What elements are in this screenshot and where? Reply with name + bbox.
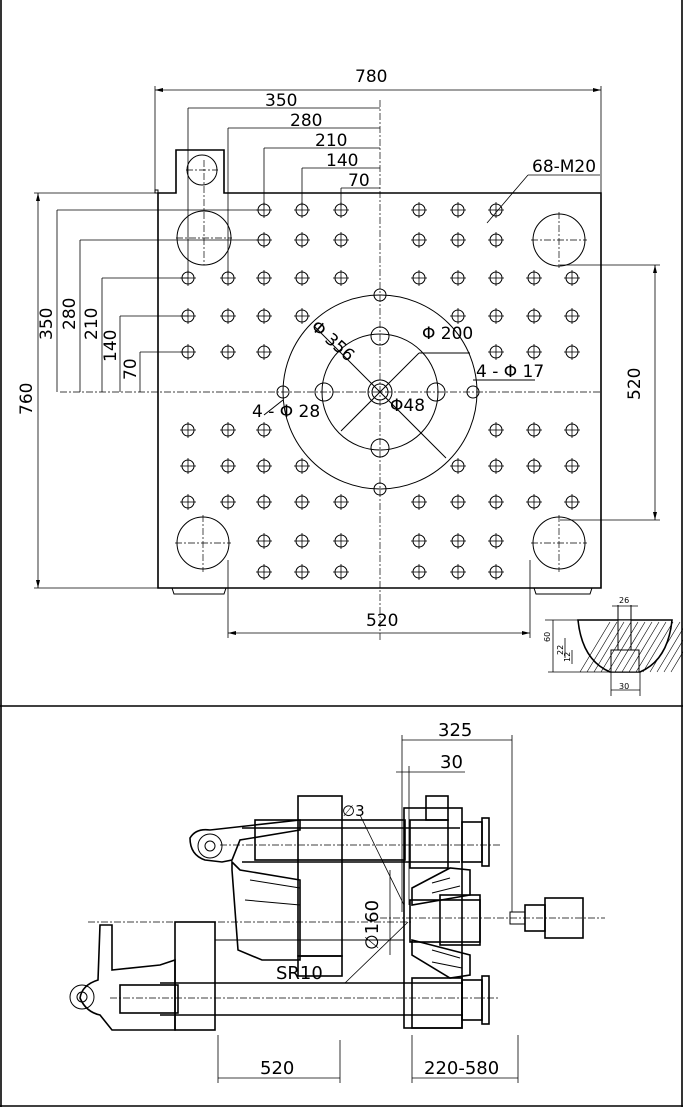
section-hatch <box>635 621 667 673</box>
side-daylight-label: 325 <box>438 720 472 741</box>
left-dimensions <box>34 192 264 589</box>
dim-voffset-140: 140 <box>101 330 121 362</box>
small-holes-label: 4 - Φ 17 <box>476 362 544 382</box>
platen-centerlines <box>60 100 600 640</box>
tslot-top-width: 26 <box>619 596 629 605</box>
dim-offset-350: 350 <box>265 91 297 111</box>
thread-leader <box>486 174 600 224</box>
dim-overall-height: 760 <box>17 383 37 415</box>
dim-offset-210: 210 <box>315 131 347 151</box>
section-hatch <box>600 621 632 673</box>
section-hatch <box>586 621 618 673</box>
tslot-neck-small: 12 <box>563 652 572 662</box>
dim-voffset-350: 350 <box>37 308 57 340</box>
top-dimensions <box>154 86 602 275</box>
section-hatch <box>593 621 625 673</box>
section-hatch <box>614 621 646 673</box>
section-hatch <box>649 621 681 673</box>
dim-offset-70: 70 <box>348 171 370 191</box>
nozzle-hole-label: ∅3 <box>342 802 365 820</box>
tslot-neck: 22 <box>556 645 565 655</box>
dim-voffset-210: 210 <box>82 308 102 340</box>
tslot-section <box>545 605 683 696</box>
platen-outline <box>154 149 602 595</box>
center-hole-label: Φ48 <box>390 396 425 416</box>
section-hatch <box>607 621 639 673</box>
center-rings <box>263 288 535 496</box>
section-hatch <box>621 621 653 673</box>
nozzle-radius-label: SR10 <box>276 963 323 984</box>
side-view <box>69 735 605 1083</box>
dim-offset-280: 280 <box>290 111 322 131</box>
right-dimensions <box>560 264 660 521</box>
mould-height-label: 220-580 <box>424 1058 499 1079</box>
tie-bar-holes <box>175 154 587 572</box>
stroke-label: 520 <box>260 1058 294 1079</box>
dim-overall-width: 780 <box>355 67 387 87</box>
section-hatch <box>579 621 611 673</box>
section-hatch <box>656 628 683 673</box>
dim-tiebar-horizontal: 520 <box>366 611 398 631</box>
thread-spec-label: 68-M20 <box>532 157 596 177</box>
section-hatch <box>642 621 674 673</box>
locating-ring-label: ∅160 <box>362 900 383 950</box>
bottom-dimensions <box>227 560 531 638</box>
section-hatch <box>628 621 660 673</box>
section-hatch <box>670 651 683 673</box>
section-hatch <box>663 639 683 673</box>
dim-offset-140: 140 <box>326 151 358 171</box>
side-offset-label: 30 <box>440 752 463 773</box>
tslot-bottom-width: 30 <box>619 682 629 691</box>
inner-diameter-label: Φ 200 <box>422 324 473 344</box>
mid-holes-label: 4 - Φ 28 <box>252 402 320 422</box>
dim-voffset-70: 70 <box>121 358 141 380</box>
mounting-hole-grid <box>180 202 580 580</box>
tslot-depth: 60 <box>543 632 552 642</box>
dim-voffset-280: 280 <box>60 298 80 330</box>
dim-tiebar-vertical: 520 <box>625 368 645 400</box>
